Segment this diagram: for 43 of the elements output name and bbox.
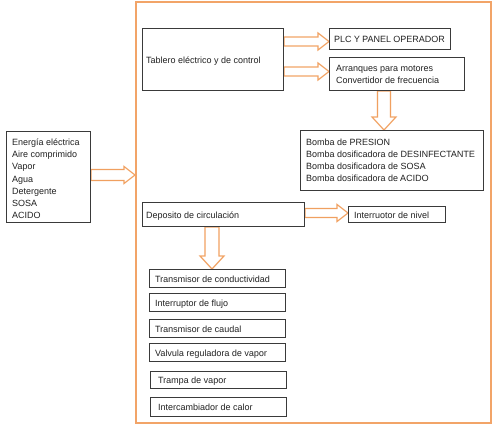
process-box bbox=[329, 57, 465, 91]
list-item: Bomba dosificadora de ACIDO bbox=[306, 172, 429, 184]
block-arrow bbox=[90, 165, 136, 185]
list-item: Arranques para motores bbox=[336, 62, 434, 74]
process-box bbox=[149, 293, 286, 312]
box-label: Intercambiador de calor bbox=[158, 401, 253, 413]
process-box bbox=[329, 28, 451, 50]
process-box bbox=[149, 319, 286, 338]
process-box bbox=[6, 131, 91, 223]
box-label: Transmisor de conductividad bbox=[155, 272, 270, 284]
block-arrow bbox=[370, 90, 398, 131]
block-arrow bbox=[304, 203, 350, 223]
process-box bbox=[348, 206, 446, 223]
box-label: Tablero eléctrico y de control bbox=[146, 54, 261, 66]
box-label: PLC Y PANEL OPERADOR bbox=[334, 33, 445, 45]
list-item: Energía eléctrica bbox=[12, 136, 80, 148]
box-label: Valvula reguladora de vapor bbox=[155, 346, 267, 358]
process-box bbox=[149, 269, 286, 288]
box-label: Deposito de circulación bbox=[146, 208, 240, 220]
list-item: Bomba de PRESION bbox=[306, 136, 390, 148]
process-box bbox=[150, 371, 287, 389]
process-box bbox=[300, 130, 484, 191]
list-item: Bomba dosificadora de SOSA bbox=[306, 160, 426, 172]
list-item: Detergente bbox=[12, 184, 57, 198]
list-item: Bomba dosificadora de DESINFECTANTE bbox=[306, 148, 475, 160]
process-box bbox=[142, 202, 305, 227]
list-item: Aire comprimido bbox=[12, 148, 78, 160]
process-box bbox=[149, 343, 286, 362]
box-label: Interruotor de nivel bbox=[354, 208, 430, 220]
list-item: Agua bbox=[12, 172, 34, 185]
box-label: Transmisor de caudal bbox=[155, 322, 242, 334]
block-arrow bbox=[283, 32, 330, 52]
list-item: Convertidor de frecuencia bbox=[336, 74, 440, 86]
box-label: Interruptor de flujo bbox=[155, 296, 228, 308]
block-arrow bbox=[283, 62, 330, 82]
block-arrow bbox=[198, 226, 226, 270]
box-label: Trampa de vapor bbox=[158, 374, 226, 386]
list-item: Vapor bbox=[12, 160, 36, 173]
list-item: ACIDO bbox=[12, 209, 41, 222]
list-item: SOSA bbox=[12, 197, 38, 210]
boundary-frame bbox=[135, 1, 492, 424]
process-box bbox=[150, 397, 287, 417]
process-box bbox=[142, 28, 284, 91]
